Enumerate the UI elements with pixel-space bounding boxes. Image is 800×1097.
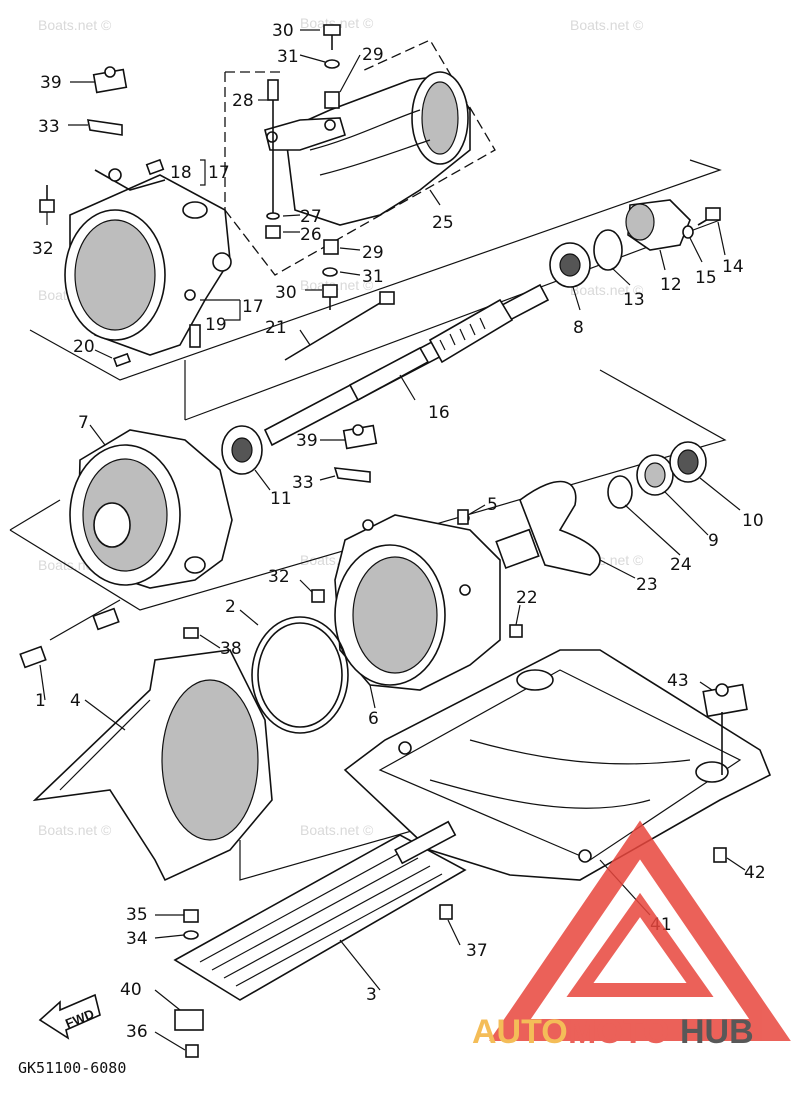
- label-part-20: 20: [73, 337, 95, 357]
- label-part-15: 15: [695, 268, 717, 288]
- label-part-35: 35: [126, 905, 148, 925]
- watermark: Boats.net ©: [38, 822, 112, 838]
- label-part-11: 11: [270, 489, 292, 509]
- label-part-31: 31: [277, 47, 299, 67]
- label-part-27: 27: [300, 207, 322, 227]
- watermark: Boats.net ©: [38, 17, 112, 33]
- label-part-32: 32: [32, 239, 54, 259]
- label-part-9: 9: [708, 531, 719, 551]
- label-part-1: 1: [35, 691, 46, 711]
- label-part-31-lower: 31: [362, 267, 384, 287]
- label-part-39-middle: 39: [296, 431, 318, 451]
- label-part-13: 13: [623, 290, 645, 310]
- bearing-part-8: [549, 242, 591, 288]
- label-part-2: 2: [225, 597, 236, 617]
- label-part-29-lower: 29: [362, 243, 384, 263]
- impeller-part-23: [495, 480, 601, 576]
- drive-shaft: [263, 283, 550, 447]
- label-part-26: 26: [300, 225, 322, 245]
- logo-text-hub: HUB: [680, 1013, 754, 1051]
- label-part-5: 5: [487, 495, 498, 515]
- label-part-25: 25: [432, 213, 454, 233]
- label-part-10: 10: [742, 511, 764, 531]
- label-part-17-lower: 17: [242, 297, 264, 317]
- label-part-37: 37: [466, 941, 488, 961]
- label-part-6: 6: [368, 709, 379, 729]
- bearing-part-9: [636, 454, 674, 496]
- washer-part-24: [607, 475, 633, 509]
- label-part-16: 16: [428, 403, 450, 423]
- label-part-32-middle: 32: [268, 567, 290, 587]
- label-part-42: 42: [744, 863, 766, 883]
- leader-lines: [39, 29, 746, 1051]
- label-part-30: 30: [272, 21, 294, 41]
- label-part-36: 36: [126, 1022, 148, 1042]
- label-part-4: 4: [70, 691, 81, 711]
- watermark: Boats.net ©: [570, 282, 644, 298]
- watermark: Boats.net ©: [300, 822, 374, 838]
- bottom-plate-part-41: [343, 649, 772, 881]
- logo-text-moto: MOTO: [568, 1013, 669, 1051]
- label-part-14: 14: [722, 257, 744, 277]
- bearing-part-11: [221, 425, 263, 475]
- label-part-21: 21: [265, 318, 287, 338]
- label-part-22: 22: [516, 588, 538, 608]
- label-part-12: 12: [660, 275, 682, 295]
- label-part-33: 33: [38, 117, 60, 137]
- label-part-29: 29: [362, 45, 384, 65]
- forward-arrow-icon: FWD: [38, 993, 101, 1040]
- o-ring-part-13: [593, 229, 623, 271]
- label-part-33-middle: 33: [292, 473, 314, 493]
- automotohub-logo: AUTO MOTO HUB: [472, 820, 791, 1051]
- impeller-housing-part-7: [69, 429, 233, 589]
- label-part-7: 7: [78, 413, 89, 433]
- label-part-8: 8: [573, 318, 584, 338]
- label-part-23: 23: [636, 575, 658, 595]
- label-part-43: 43: [667, 671, 689, 691]
- nozzle-cover-part-4: [32, 649, 273, 882]
- label-part-17: 17: [208, 163, 230, 183]
- label-part-24: 24: [670, 555, 692, 575]
- intake-grate-part-3: [173, 820, 467, 1001]
- label-part-28: 28: [232, 91, 254, 111]
- diagram-code: GK51100-6080: [18, 1059, 126, 1077]
- label-part-34: 34: [126, 929, 148, 949]
- label-part-38: 38: [220, 639, 242, 659]
- label-part-18: 18: [170, 163, 192, 183]
- watermark: Boats.net ©: [570, 17, 644, 33]
- fasteners: [19, 24, 748, 1058]
- label-part-40: 40: [120, 980, 142, 1000]
- label-part-39: 39: [40, 73, 62, 93]
- label-part-30-lower: 30: [275, 283, 297, 303]
- duct-part-25: [264, 71, 471, 226]
- logo-text-auto: AUTO: [472, 1013, 568, 1051]
- part-number-labels: 30 31 29 39 28 33 18 17 27 25 26 32 29 1…: [32, 21, 766, 1042]
- label-part-3: 3: [366, 985, 377, 1005]
- label-part-19: 19: [205, 315, 227, 335]
- bearing-part-10: [669, 441, 707, 483]
- o-ring-part-2: [251, 616, 349, 734]
- jet-intake-housing: [64, 168, 232, 356]
- watermark: Boats.net ©: [300, 15, 374, 31]
- pump-body-part-6: [334, 513, 501, 691]
